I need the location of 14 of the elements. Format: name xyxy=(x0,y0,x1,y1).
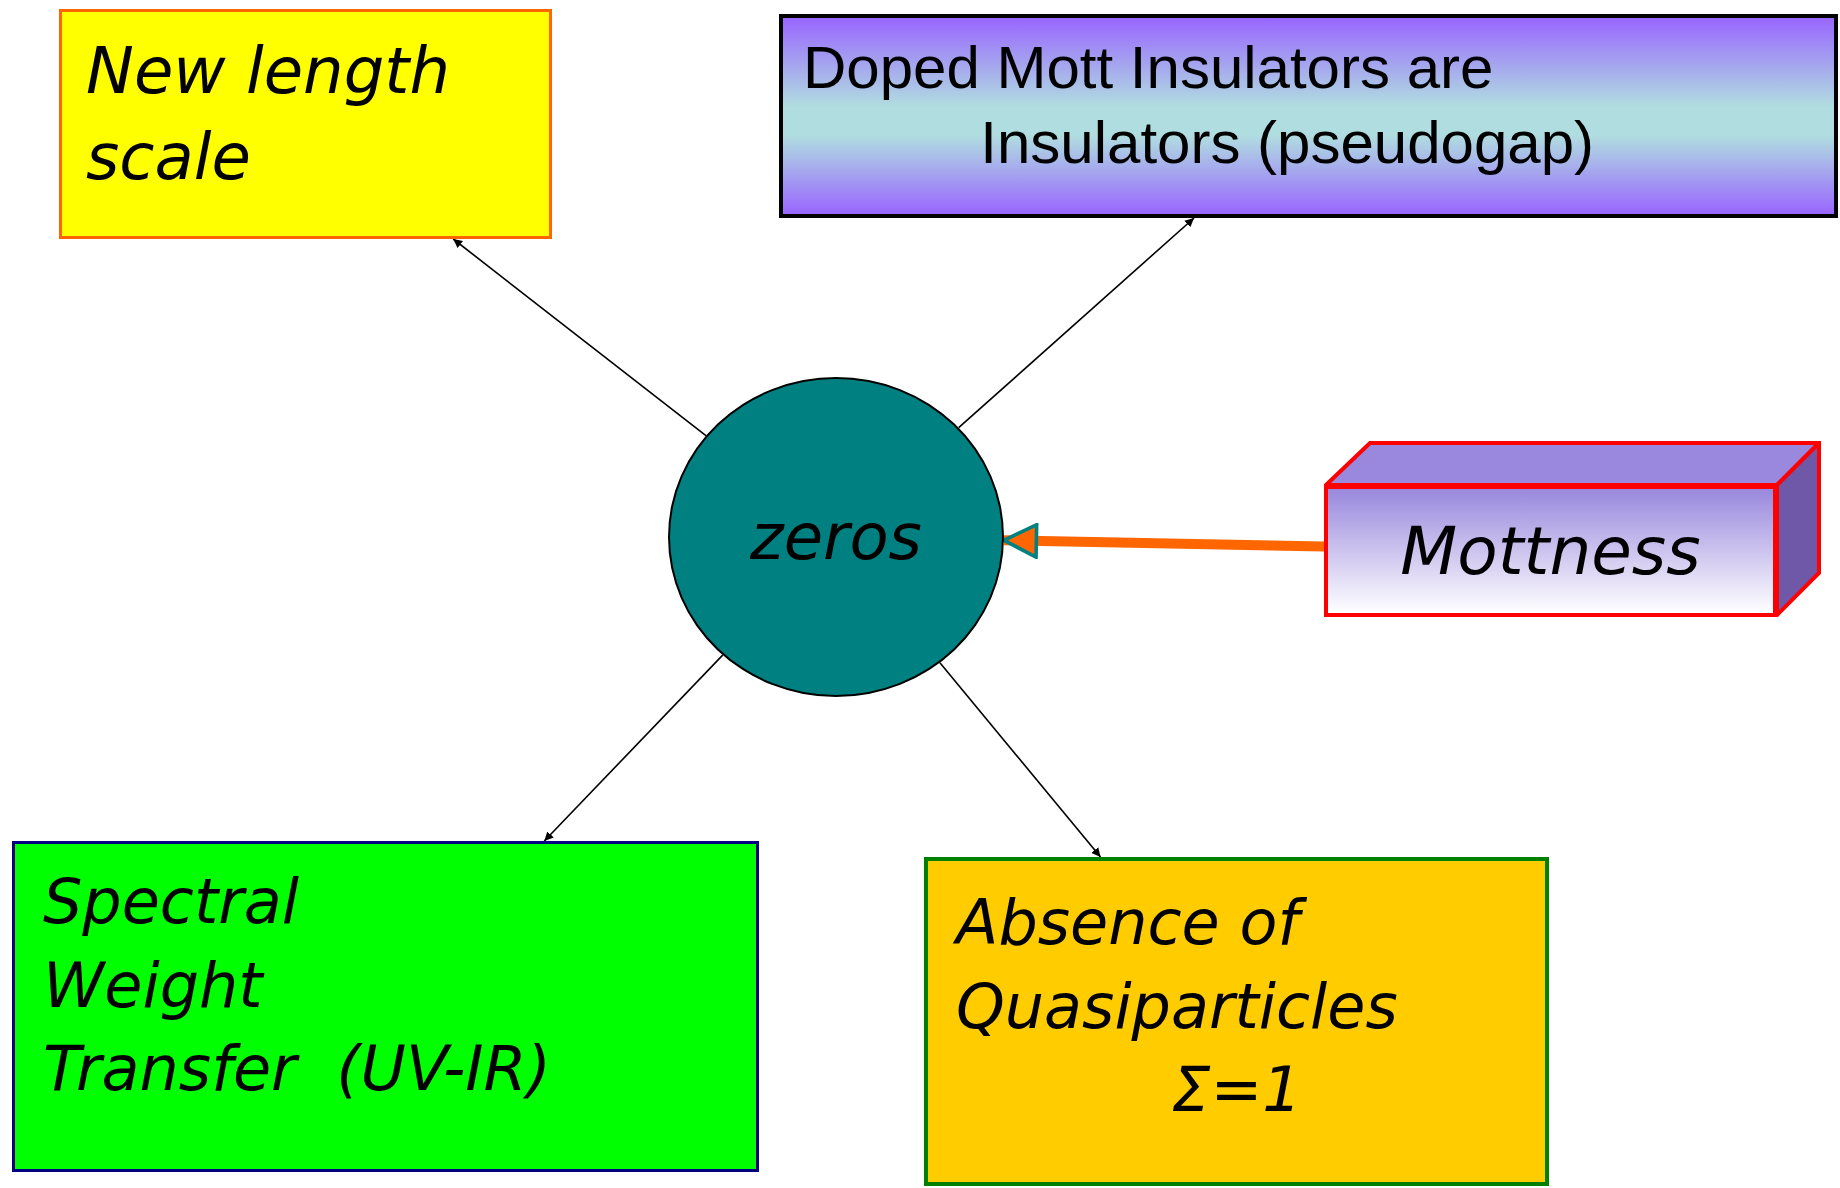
node-label: New length scale xyxy=(86,33,451,197)
node-label: Spectral Weight Transfer (UV-IR) xyxy=(43,864,552,1108)
concept-box xyxy=(779,14,1838,218)
arrow xyxy=(939,661,1102,858)
arrow xyxy=(452,238,707,437)
concept-box xyxy=(12,841,759,1172)
concept-box xyxy=(59,9,552,239)
arrow xyxy=(957,217,1195,429)
thick-arrow xyxy=(1002,522,1325,559)
node-label: Doped Mott Insulators are Insulators (pseudogap) xyxy=(803,33,1594,178)
node-label: zeros xyxy=(750,499,922,576)
arrow xyxy=(543,654,724,842)
concept-box xyxy=(924,857,1549,1186)
node-label: Mottness xyxy=(1400,511,1701,592)
